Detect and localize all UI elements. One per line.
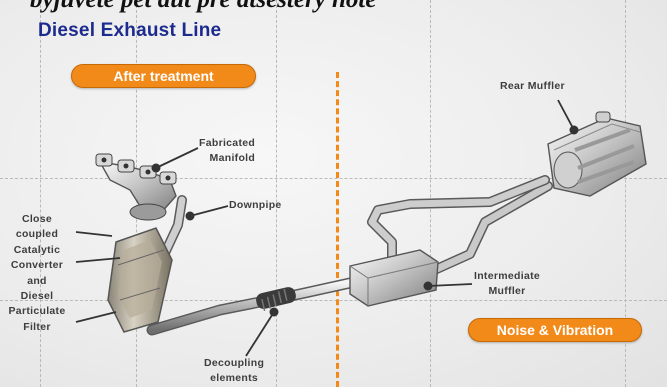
rear-muffler-label: Rear Muffler: [500, 79, 565, 94]
intermediate-muffler-label: Intermediate Muffler: [474, 269, 540, 299]
decoupling-element: [255, 286, 298, 311]
exhaust-pipe: [150, 180, 548, 330]
manifold-label: Fabricated Manifold: [199, 136, 255, 166]
downpipe-label: Downpipe: [229, 198, 282, 213]
rear-muffler: [548, 112, 646, 196]
catalytic-converter-label: Close coupled Catalytic Converter and Di…: [2, 212, 72, 335]
intermediate-muffler: [350, 250, 438, 306]
catalytic-converter: [108, 228, 172, 332]
decoupling-elements-label: Decoupling elements: [204, 356, 264, 386]
